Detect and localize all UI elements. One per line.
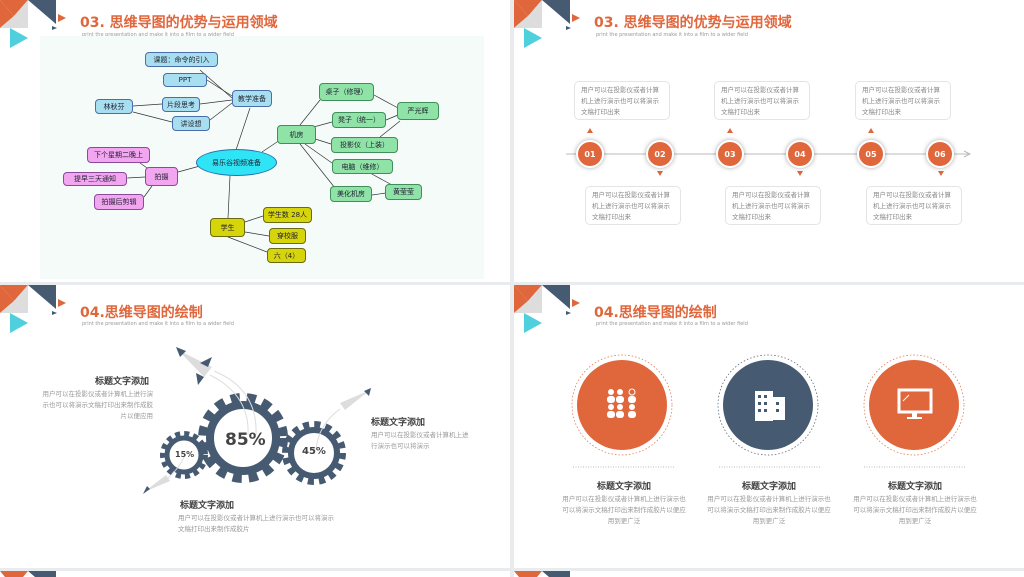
node-person[interactable]: 林秋芬 bbox=[95, 99, 133, 114]
node-teaching-prep[interactable]: 教学准备 bbox=[232, 90, 272, 107]
node-edit[interactable]: 拍摄后剪辑 bbox=[94, 194, 144, 210]
block-body: 用户可以在投影仪或者计算机上进行演示也可以将演示文稿打印出来制作成胶片以便应用 bbox=[42, 390, 154, 420]
slide-title: 04.思维导图的绘制 bbox=[594, 305, 717, 321]
corner-decoration bbox=[0, 285, 66, 333]
timeline-line bbox=[566, 128, 972, 176]
step-02[interactable]: 02 bbox=[646, 140, 674, 168]
step-text-1: 用户可以在投影仪或者计算机上进行演示也可以将演示文稿打印出来 bbox=[574, 81, 670, 120]
step-04[interactable]: 04 bbox=[786, 140, 814, 168]
block-heading: 标题文字添加 bbox=[180, 501, 235, 511]
node-tuesday[interactable]: 下个星期二晚上 bbox=[87, 147, 150, 163]
card-circles bbox=[571, 354, 965, 468]
node-decorate[interactable]: 美化机房 bbox=[330, 186, 372, 202]
node-room[interactable]: 机房 bbox=[277, 125, 316, 144]
slide-subtitle: print the presentation and make it into … bbox=[82, 321, 234, 327]
gear-label-big: 85% bbox=[225, 430, 266, 450]
slide-timeline[interactable]: 03. 思维导图的优势与运用领域 print the presentation … bbox=[514, 0, 1024, 282]
node-computer[interactable]: 电脑（维修） bbox=[332, 159, 393, 174]
node-students[interactable]: 学生 bbox=[210, 218, 245, 237]
slide-title: 04.思维导图的绘制 bbox=[80, 305, 203, 321]
node-count[interactable]: 学生数 28人 bbox=[263, 207, 312, 223]
node-center[interactable]: 易乐谷视频准备 bbox=[196, 149, 277, 176]
gears-illustration bbox=[143, 347, 371, 494]
corner-decoration bbox=[514, 0, 580, 48]
node-shoot[interactable]: 拍摄 bbox=[145, 167, 178, 186]
building-icon bbox=[755, 391, 785, 421]
corner-decoration bbox=[514, 571, 570, 577]
monitor-icon bbox=[897, 388, 933, 419]
card-body: 用户可以在投影仪或者计算机上进行演示也可以将演示文稿打印出来制作成胶片以便应用到… bbox=[853, 495, 977, 525]
corner-decoration bbox=[0, 571, 56, 577]
block-heading: 标题文字添加 bbox=[371, 418, 426, 428]
block-body: 用户可以在投影仪或者计算机上进行演示也可以将演示 bbox=[371, 431, 469, 450]
step-01[interactable]: 01 bbox=[576, 140, 604, 168]
node-person2[interactable]: 严光辉 bbox=[397, 102, 439, 120]
rocket-icon bbox=[315, 388, 371, 451]
step-06[interactable]: 06 bbox=[926, 140, 954, 168]
slide-subtitle: print the presentation and make it into … bbox=[596, 32, 748, 38]
node-person3[interactable]: 黄莹莹 bbox=[385, 184, 422, 200]
slide-next-peek[interactable] bbox=[0, 571, 510, 577]
node-class[interactable]: 六（4） bbox=[267, 248, 306, 263]
card-body: 用户可以在投影仪或者计算机上进行演示也可以将演示文稿打印出来制作成胶片以便应用到… bbox=[562, 495, 686, 525]
step-text-5: 用户可以在投影仪或者计算机上进行演示也可以将演示文稿打印出来 bbox=[855, 81, 951, 120]
node-topic[interactable]: 课题：命令的引入 bbox=[145, 52, 218, 67]
slide-title: 03. 思维导图的优势与运用领域 bbox=[594, 15, 792, 31]
node-idea[interactable]: 讲设想 bbox=[172, 116, 210, 131]
corner-decoration bbox=[0, 0, 66, 48]
slide-next-peek[interactable] bbox=[514, 571, 1024, 577]
card-heading: 标题文字添加 bbox=[596, 482, 651, 492]
step-text-6: 用户可以在投影仪或者计算机上进行演示也可以将演示文稿打印出来 bbox=[866, 186, 962, 225]
node-uniform[interactable]: 穿校服 bbox=[269, 228, 306, 244]
slide-subtitle: print the presentation and make it into … bbox=[596, 321, 748, 327]
gear-icon bbox=[160, 393, 346, 485]
step-text-4: 用户可以在投影仪或者计算机上进行演示也可以将演示文稿打印出来 bbox=[725, 186, 821, 225]
step-text-2: 用户可以在投影仪或者计算机上进行演示也可以将演示文稿打印出来 bbox=[585, 186, 681, 225]
block-body: 用户可以在投影仪或者计算机上进行演示也可以将演示文稿打印出来制作成胶片 bbox=[178, 514, 334, 533]
node-clip-thinking[interactable]: 片段思考 bbox=[162, 97, 200, 112]
step-05[interactable]: 05 bbox=[857, 140, 885, 168]
card-body: 用户可以在投影仪或者计算机上进行演示也可以将演示文稿打印出来制作成胶片以便应用到… bbox=[707, 495, 831, 525]
node-ppt[interactable]: PPT bbox=[163, 73, 207, 87]
gear-label-small: 15% bbox=[175, 450, 195, 459]
slide-gears[interactable]: 04.思维导图的绘制 print the presentation and ma… bbox=[0, 285, 510, 568]
node-notify[interactable]: 提早三天通知 bbox=[63, 172, 127, 186]
card-heading: 标题文字添加 bbox=[741, 482, 796, 492]
slide-mindmap[interactable]: 03. 思维导图的优势与运用领域 print the presentation … bbox=[0, 0, 510, 282]
node-projector[interactable]: 投影仪（上装） bbox=[331, 137, 398, 153]
node-stool[interactable]: 凳子（统一） bbox=[332, 112, 386, 128]
gear-label-right: 45% bbox=[302, 446, 326, 457]
people-icon bbox=[607, 388, 636, 418]
block-heading: 标题文字添加 bbox=[95, 377, 150, 387]
slide-subtitle: print the presentation and make it into … bbox=[82, 32, 234, 38]
card-heading: 标题文字添加 bbox=[887, 482, 942, 492]
rocket-icon bbox=[143, 456, 185, 494]
slide-cards[interactable]: 04.思维导图的绘制 print the presentation and ma… bbox=[514, 285, 1024, 568]
rocket-icon bbox=[176, 347, 257, 436]
corner-decoration bbox=[514, 285, 580, 333]
node-desk[interactable]: 桌子（修理） bbox=[319, 83, 374, 101]
slide-title: 03. 思维导图的优势与运用领域 bbox=[80, 15, 278, 31]
mindmap-connectors bbox=[126, 69, 401, 253]
step-text-3: 用户可以在投影仪或者计算机上进行演示也可以将演示文稿打印出来 bbox=[714, 81, 810, 120]
step-03[interactable]: 03 bbox=[716, 140, 744, 168]
